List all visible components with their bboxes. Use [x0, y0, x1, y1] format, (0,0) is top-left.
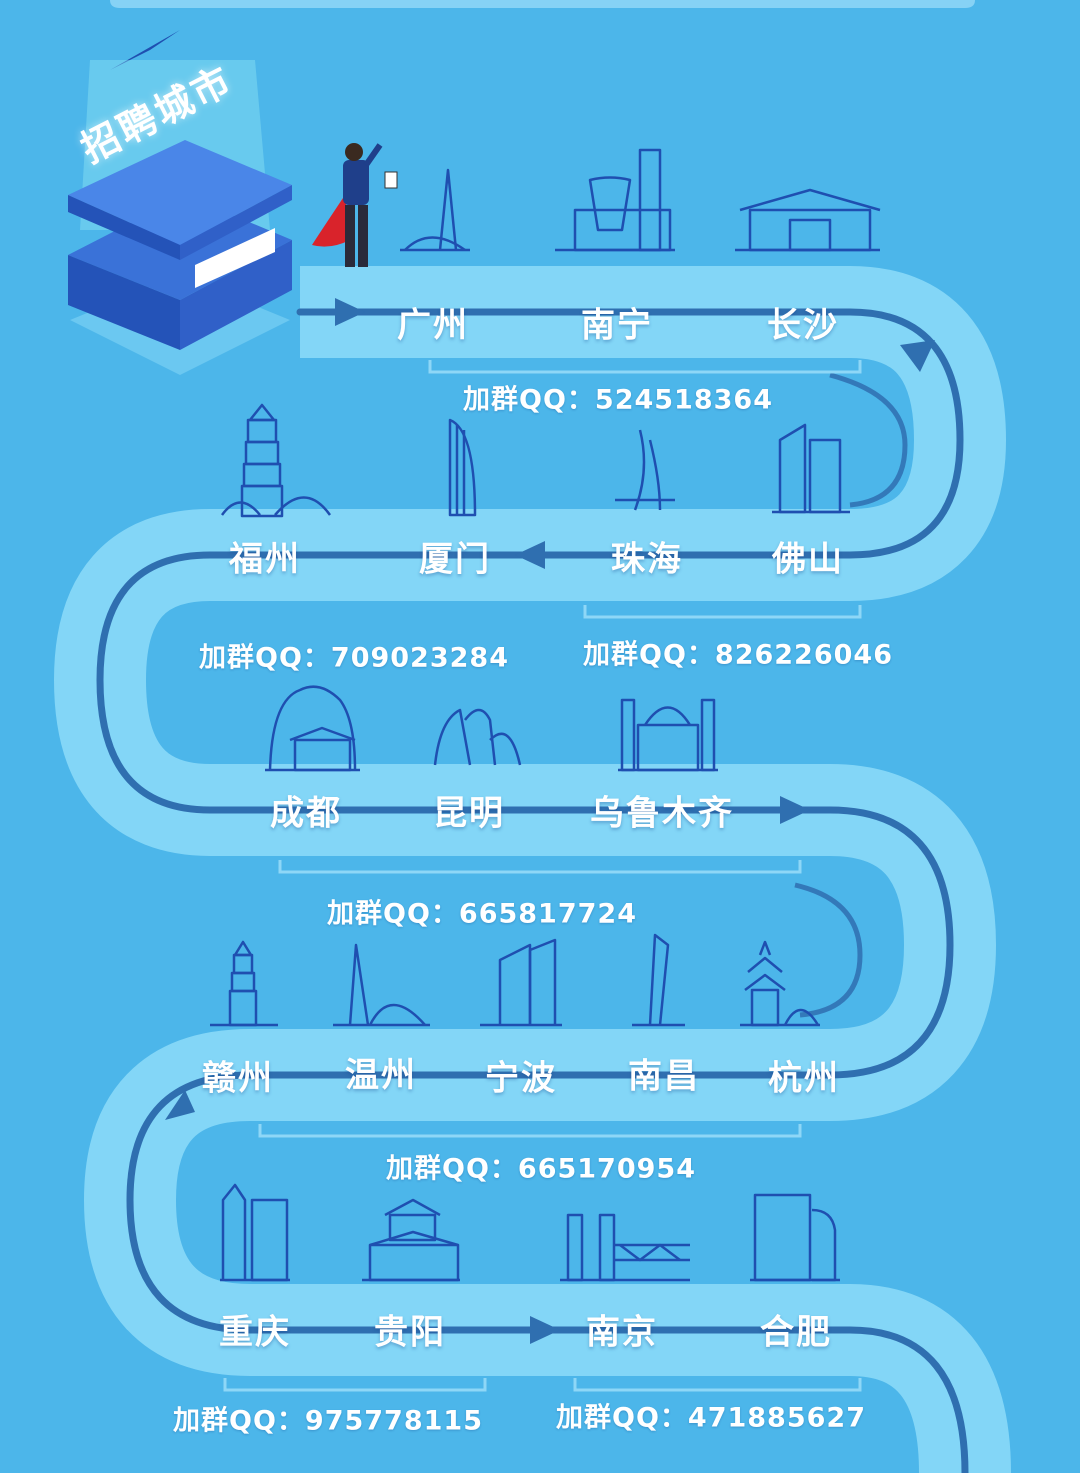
ningbo-towers-icon	[480, 938, 562, 1027]
wenzhou-tower-icon	[333, 943, 430, 1027]
city-label-changsha: 长沙	[767, 305, 839, 346]
chongqing-towers-icon	[220, 1183, 290, 1282]
city-label-urumqi: 乌鲁木齐	[590, 793, 734, 834]
qq-group-row2-right: 加群QQ：826226046	[583, 639, 893, 671]
city-label-guiyang: 贵阳	[374, 1312, 446, 1353]
qq-group-row4: 加群QQ：665170954	[386, 1153, 696, 1185]
foshan-towers-icon	[772, 423, 850, 514]
city-label-hefei: 合肥	[760, 1312, 832, 1353]
chengdu-buddha-icon	[265, 685, 360, 772]
guiyang-pavilion-icon	[362, 1198, 460, 1282]
city-label-guangzhou: 广州	[397, 305, 469, 346]
qq-group-row3: 加群QQ：665817724	[327, 898, 637, 930]
city-label-hangzhou: 杭州	[768, 1058, 840, 1099]
hefei-building-icon	[750, 1193, 840, 1282]
fuzhou-pagoda-icon	[220, 403, 332, 518]
canton-tower-icon	[400, 168, 470, 252]
qq-group-row5-left: 加群QQ：975778115	[173, 1405, 483, 1437]
qq-group-row1: 加群QQ：524518364	[463, 384, 773, 416]
city-label-fuzhou: 福州	[229, 539, 301, 580]
ganzhou-pagoda-icon	[210, 940, 278, 1027]
qq-group-row2-left: 加群QQ：709023284	[199, 642, 509, 674]
city-label-wenzhou: 温州	[345, 1055, 417, 1096]
kunming-stone-forest-icon	[433, 708, 522, 766]
nanchang-monument-icon	[632, 933, 685, 1027]
city-label-chengdu: 成都	[270, 793, 342, 834]
nanjing-bridge-icon	[560, 1213, 690, 1282]
changsha-temple-icon	[735, 188, 881, 252]
nanning-building-icon	[555, 148, 675, 252]
city-label-nanjing: 南京	[586, 1312, 658, 1353]
city-label-zhuhai: 珠海	[611, 539, 683, 580]
qq-group-row5-right: 加群QQ：471885627	[556, 1402, 866, 1434]
urumqi-mosque-icon	[618, 698, 718, 772]
city-label-ganzhou: 赣州	[202, 1058, 274, 1099]
city-label-ningbo: 宁波	[485, 1058, 557, 1099]
city-label-foshan: 佛山	[772, 539, 844, 580]
zhuhai-fisher-girl-icon	[615, 429, 675, 511]
badge-title: 招聘城市	[74, 57, 241, 172]
hangzhou-leifeng-pagoda-icon	[740, 940, 820, 1027]
city-label-xiamen: 厦门	[419, 539, 491, 580]
city-label-chongqing: 重庆	[219, 1312, 291, 1353]
city-label-nanning: 南宁	[581, 305, 653, 346]
city-label-kunming: 昆明	[433, 793, 505, 834]
xiamen-tower-icon	[448, 418, 477, 517]
city-label-nanchang: 南昌	[628, 1056, 700, 1097]
